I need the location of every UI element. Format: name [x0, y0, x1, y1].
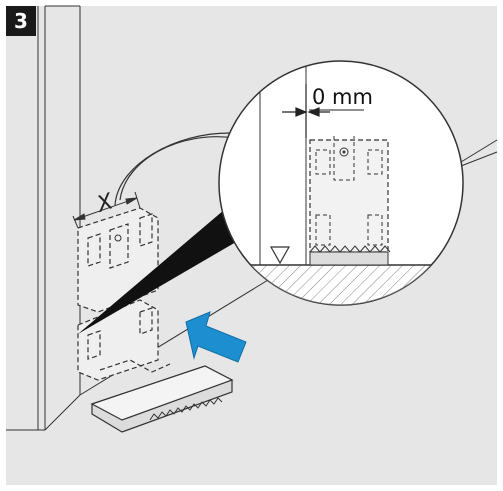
base-plate [90, 359, 234, 433]
step-number-badge: 3 [6, 6, 36, 36]
push-arrow-icon [185, 311, 247, 363]
zero-gap-dimension [282, 84, 364, 138]
floor-line-right [460, 151, 498, 167]
base-plate-teeth [149, 397, 223, 421]
cable-outline [114, 132, 233, 206]
dimension-x [72, 191, 141, 229]
zoom-wedge [78, 210, 236, 334]
downward-triangle-icon [269, 246, 291, 265]
bracket-screw [114, 234, 122, 242]
zero-gap-label: 0 mm [312, 85, 373, 109]
